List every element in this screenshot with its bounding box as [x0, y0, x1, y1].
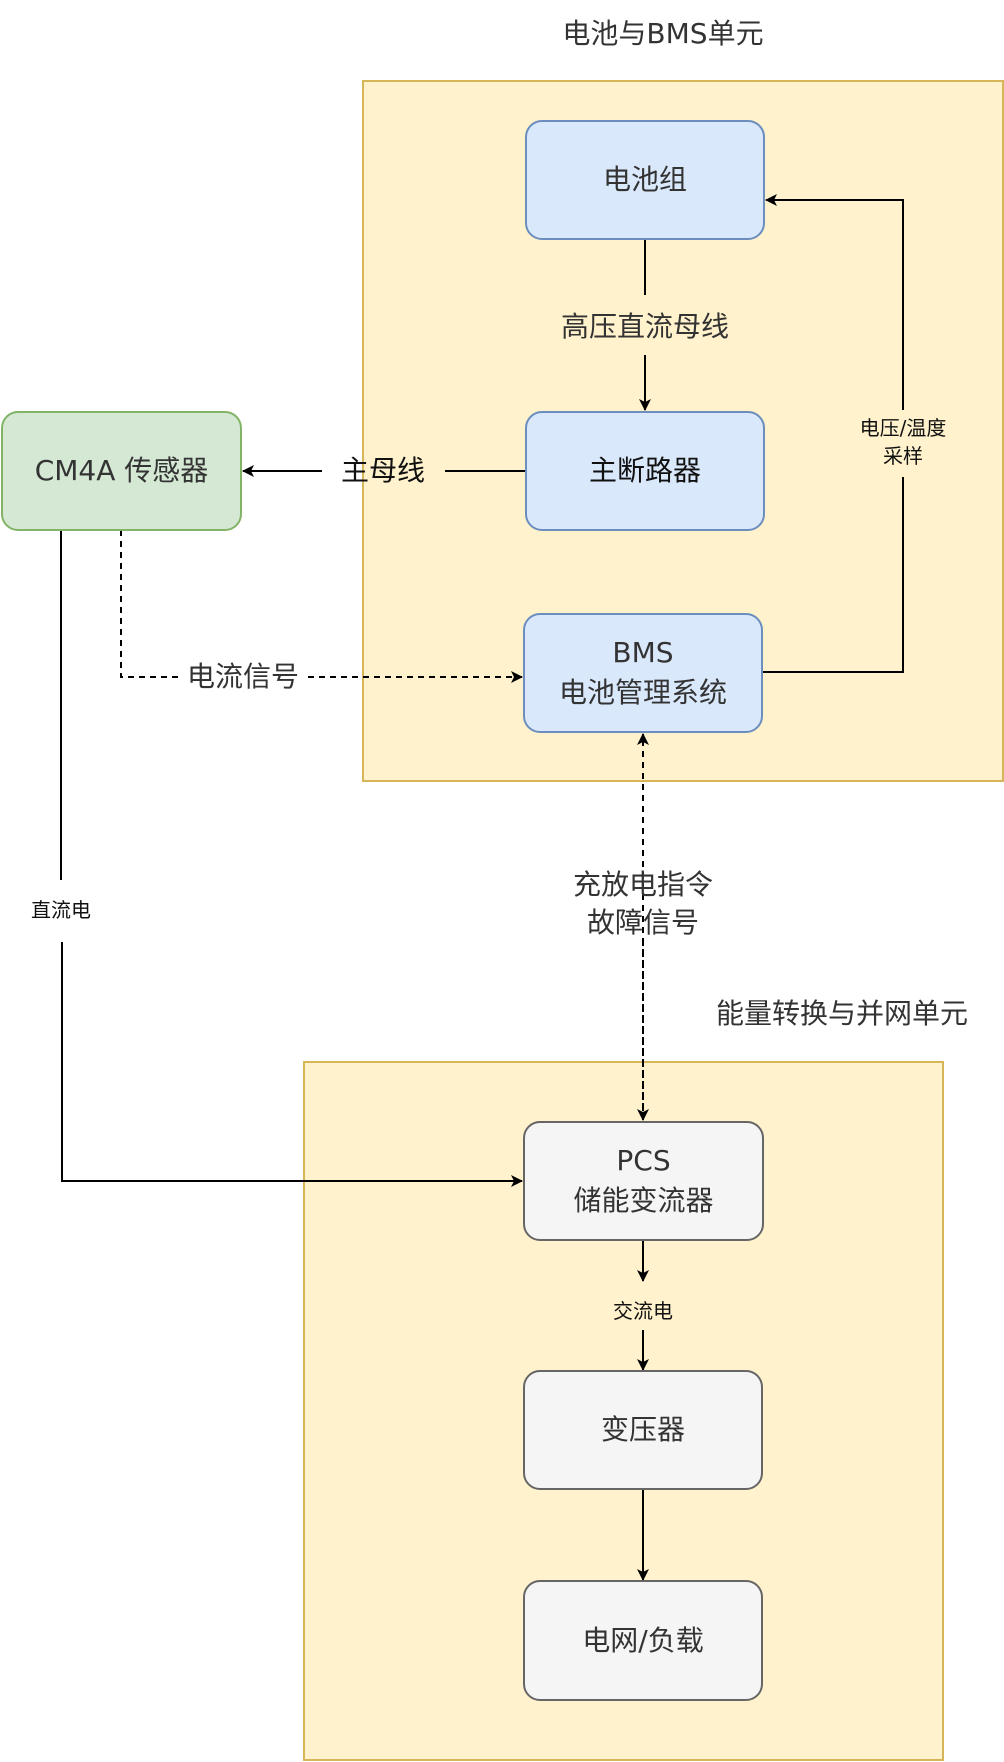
node-grid-load-label: 电网/负载 — [582, 1623, 704, 1657]
node-main-breaker[interactable]: 主断路器 — [525, 411, 765, 531]
edge-label-sampling-line2: 采样 — [883, 444, 923, 468]
edge-label-ac-power: 交流电 — [613, 1299, 673, 1323]
node-bms-line2: 电池管理系统 — [558, 676, 727, 709]
node-pcs-line2: 储能变流器 — [573, 1184, 714, 1217]
edge-label-charge-fault: 充放电指令 故障信号 — [573, 866, 713, 942]
edge-label-main-bus: 主母线 — [340, 454, 426, 487]
node-grid-load[interactable]: 电网/负载 — [523, 1580, 763, 1701]
node-pcs-line1: PCS — [616, 1144, 671, 1177]
node-battery-pack[interactable]: 电池组 — [525, 120, 765, 240]
node-cm4a-sensor-label: CM4A 传感器 — [34, 454, 209, 487]
edge-label-dc-power: 直流电 — [31, 898, 91, 922]
node-main-breaker-label: 主断路器 — [588, 454, 701, 487]
edge-sampling-upper[interactable] — [765, 194, 904, 410]
node-pcs[interactable]: PCS 储能变流器 — [523, 1121, 764, 1241]
node-bms-line1: BMS — [612, 636, 674, 669]
group-title-battery-bms: 电池与BMS单元 — [562, 17, 764, 50]
group-title-conversion-grid: 能量转换与并网单元 — [715, 997, 969, 1030]
node-transformer-label: 变压器 — [600, 1413, 685, 1446]
edge-label-charge-fault-line1: 充放电指令 — [572, 868, 714, 901]
edge-sampling-lower[interactable] — [763, 477, 904, 673]
node-transformer[interactable]: 变压器 — [523, 1370, 763, 1490]
edge-current-signal-a[interactable] — [120, 530, 178, 678]
edge-label-sampling-line1: 电压/温度 — [859, 416, 947, 440]
edge-label-sampling: 电压/温度 采样 — [860, 414, 947, 470]
edge-label-hv-dc-bus: 高压直流母线 — [560, 310, 730, 343]
edge-dc-power-lower[interactable] — [61, 942, 523, 1187]
edge-label-charge-fault-line2: 故障信号 — [586, 906, 700, 939]
node-bms[interactable]: BMS 电池管理系统 — [523, 613, 763, 733]
node-battery-pack-label: 电池组 — [602, 163, 687, 196]
edge-label-current-signal: 电流信号 — [186, 660, 300, 693]
node-cm4a-sensor[interactable]: CM4A 传感器 — [1, 411, 242, 531]
